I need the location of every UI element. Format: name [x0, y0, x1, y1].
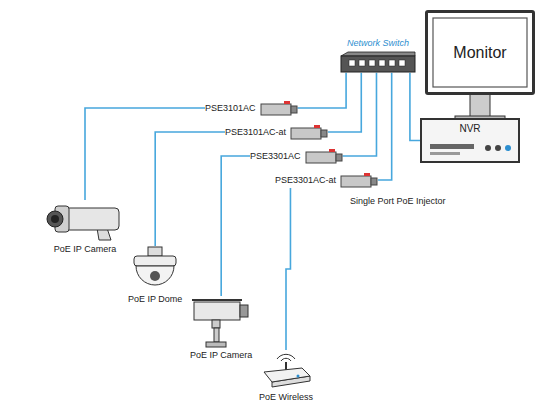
network-switch: Network Switch: [340, 38, 416, 73]
injector-icon: [260, 100, 298, 116]
cable-connector: [286, 188, 290, 350]
box-camera-icon: [190, 296, 252, 348]
poe-injector: PSE3101AC: [205, 100, 298, 116]
cable-connector: [298, 73, 347, 108]
dome-camera-icon: [128, 246, 182, 292]
device-label: PSE3101AC-at: [225, 127, 286, 138]
cable-connector: [328, 73, 361, 132]
switch-icon: [340, 51, 416, 73]
injector-icon: [340, 172, 378, 188]
device-label: PoE IP Dome: [128, 294, 182, 305]
device-label: PSE3301AC: [250, 151, 301, 162]
ip-camera: PoE IP Camera: [190, 296, 252, 361]
poe-injector: PSE3301AC: [250, 148, 343, 164]
cable-connector: [343, 73, 377, 156]
device-label: PoE IP Camera: [190, 350, 252, 361]
callout-text: Single Port PoE Injector: [350, 196, 446, 206]
device-label: Network Switch: [347, 38, 409, 49]
device-label: Monitor: [453, 43, 506, 62]
injector-icon: [290, 124, 328, 140]
wireless-router: PoE Wireless: [258, 350, 314, 403]
device-label: NVR: [459, 123, 480, 135]
router-icon: [258, 350, 314, 390]
nvr-recorder: NVR: [420, 118, 520, 163]
ip-camera: PoE IP Camera: [45, 200, 125, 255]
cable-connector: [221, 156, 250, 296]
cable-connector: [155, 132, 225, 246]
injector-icon: [305, 148, 343, 164]
poe-injector: PSE3101AC-at: [225, 124, 328, 140]
cable-connector: [85, 108, 205, 200]
device-label: PSE3301AC-at: [275, 175, 336, 186]
bullet-camera-icon: [45, 200, 125, 242]
device-label: PoE IP Camera: [54, 244, 116, 255]
cable-connector: [378, 73, 392, 180]
dome-camera: PoE IP Dome: [128, 246, 182, 305]
monitor-display: Monitor: [425, 10, 535, 95]
poe-injector: PSE3301AC-at: [275, 172, 378, 188]
cable-connector: [410, 73, 420, 141]
device-label: PSE3101AC: [205, 103, 256, 114]
device-label: PoE Wireless: [259, 392, 313, 403]
